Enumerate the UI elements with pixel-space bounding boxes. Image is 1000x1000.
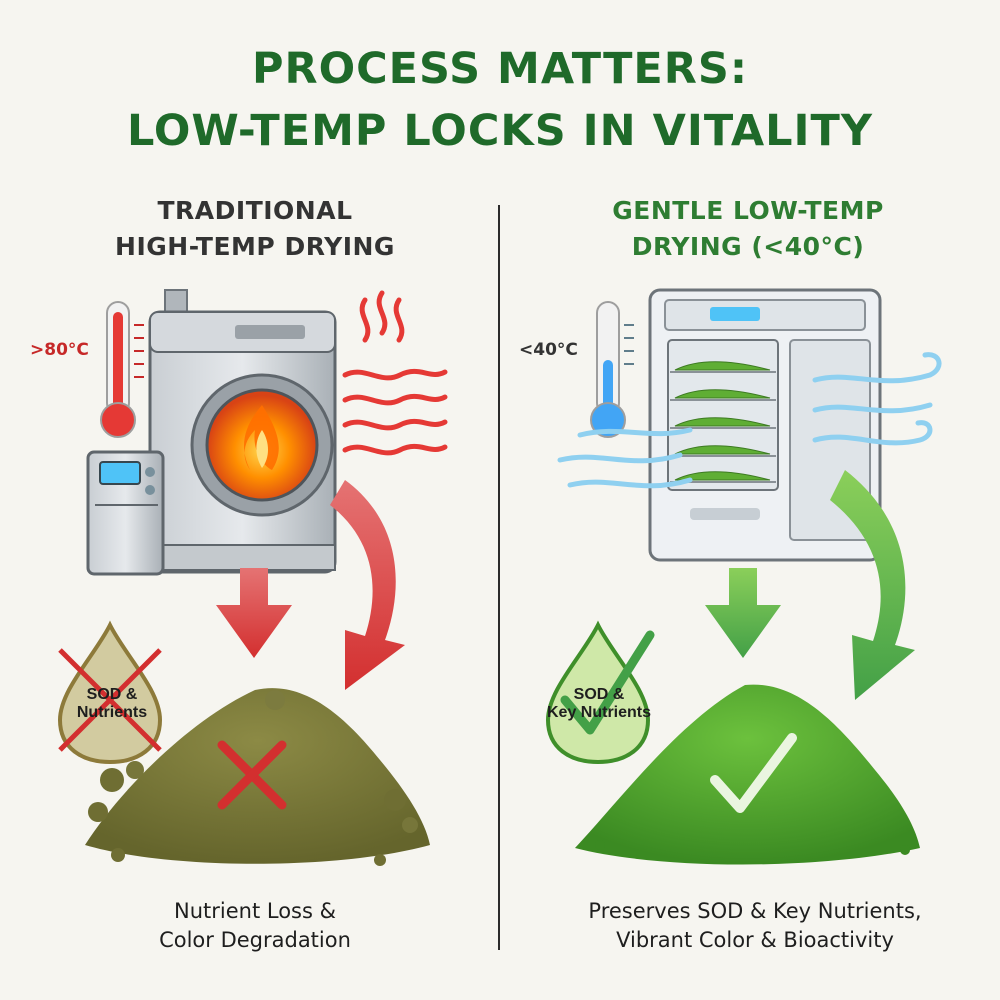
- right-caption-line-1: Preserves SOD & Key Nutrients,: [588, 899, 922, 923]
- flame-icon: [243, 405, 279, 470]
- right-drop-label-line-2: Key Nutrients: [546, 704, 652, 721]
- hot-temperature-label: >80°C: [30, 340, 89, 360]
- dryer-machine-icon: [86, 289, 337, 576]
- left-drop-label: SOD & Nutrients: [52, 686, 172, 722]
- air-flow-icon: [557, 352, 942, 489]
- left-heading-line-2: HIGH-TEMP DRYING: [115, 232, 395, 261]
- title-line-2: LOW-TEMP LOCKS IN VITALITY: [126, 106, 874, 156]
- curved-arrow-icon: [830, 470, 915, 700]
- left-caption-line-2: Color Degradation: [159, 928, 351, 952]
- title-line-1: PROCESS MATTERS:: [251, 44, 749, 94]
- page-title: PROCESS MATTERS: LOW-TEMP LOCKS IN VITAL…: [0, 38, 1000, 162]
- checked-drop-icon: [545, 620, 655, 765]
- left-column-heading: TRADITIONAL HIGH-TEMP DRYING: [25, 193, 485, 265]
- left-drop-label-line-1: SOD &: [86, 686, 138, 703]
- thermometer-hot-icon: [100, 301, 144, 438]
- right-heading-line-1: GENTLE LOW-TEMP: [612, 196, 884, 225]
- left-caption-line-1: Nutrient Loss &: [174, 899, 336, 923]
- right-drop-label-line-1: SOD &: [573, 686, 625, 703]
- arrow-down-icon: [216, 568, 292, 658]
- dehydrator-cabinet-icon: [648, 288, 882, 562]
- right-heading-line-2: DRYING (<40°C): [631, 232, 865, 261]
- column-divider: [498, 205, 500, 950]
- left-caption: Nutrient Loss & Color Degradation: [40, 897, 470, 955]
- heat-waves-icon: [342, 290, 448, 456]
- right-column-heading: GENTLE LOW-TEMP DRYING (<40°C): [518, 193, 978, 265]
- cold-temperature-label: <40°C: [519, 340, 578, 360]
- left-drop-label-line-2: Nutrients: [76, 704, 148, 721]
- x-mark-icon: [217, 740, 287, 810]
- right-caption-line-2: Vibrant Color & Bioactivity: [616, 928, 894, 952]
- crossed-drop-icon: [57, 620, 163, 765]
- right-drop-label: SOD & Key Nutrients: [524, 686, 674, 722]
- left-heading-line-1: TRADITIONAL: [157, 196, 353, 225]
- thermometer-cold-icon: [590, 301, 634, 438]
- curved-arrow-icon: [330, 480, 405, 690]
- vibrant-powder-pile: [575, 684, 920, 865]
- arrow-down-icon: [705, 568, 781, 658]
- check-mark-icon: [710, 733, 797, 813]
- right-caption: Preserves SOD & Key Nutrients, Vibrant C…: [515, 897, 995, 955]
